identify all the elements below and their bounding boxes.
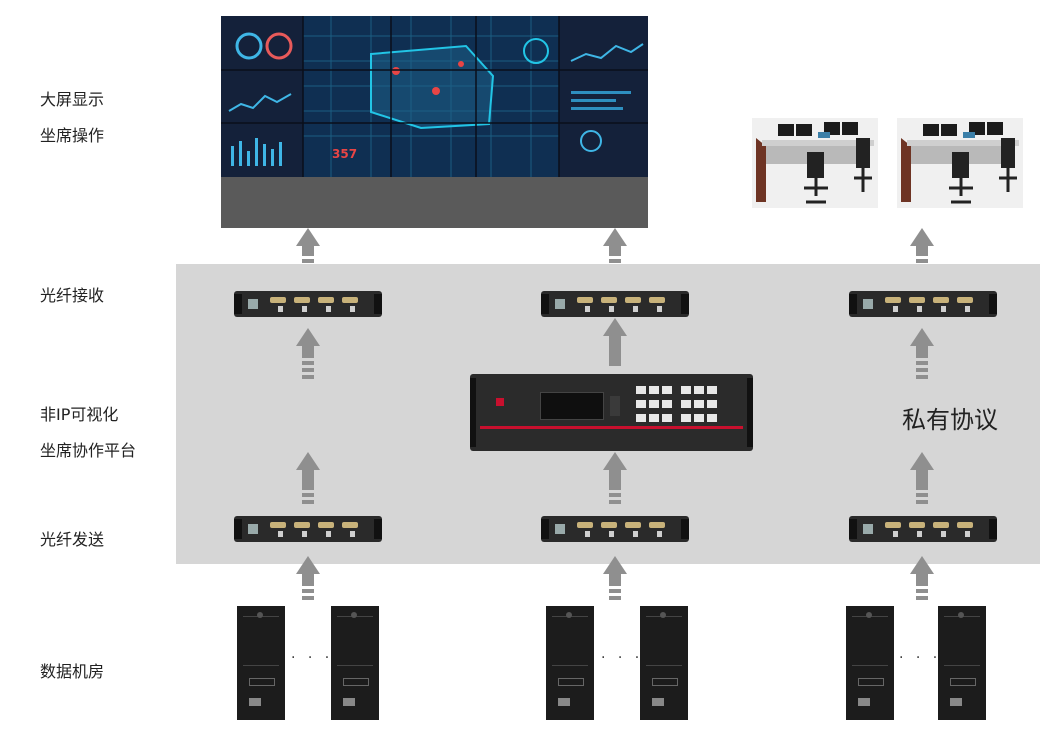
arrow-col3-bottom	[910, 556, 934, 600]
brand-logo-icon	[496, 398, 504, 406]
label-platform-line2: 坐席协作平台	[40, 441, 137, 460]
accent-stripe	[480, 426, 743, 429]
label-display: 大屏显示	[40, 90, 105, 109]
label-fiber-receive: 光纤接收	[40, 286, 105, 305]
server-tower-3a	[846, 606, 894, 720]
server-tower-2b	[640, 606, 688, 720]
label-fiber-send: 光纤发送	[40, 530, 105, 549]
fiber-transmitter-3	[849, 516, 997, 542]
matrix-switcher	[470, 374, 753, 451]
button-keypad	[636, 386, 717, 422]
operator-workstation-1	[752, 118, 878, 208]
fiber-receiver-2	[541, 291, 689, 317]
fiber-transmitter-1	[234, 516, 382, 542]
lcd-display	[540, 392, 604, 420]
fiber-transmitter-2	[541, 516, 689, 542]
arrow-col2-top	[603, 228, 627, 263]
arrow-col3-low	[910, 452, 934, 504]
label-platform-line1: 非IP可视化	[40, 405, 119, 424]
server-tower-1b	[331, 606, 379, 720]
server-tower-1a	[237, 606, 285, 720]
protocol-label: 私有协议	[902, 406, 998, 434]
arrow-col2-low	[603, 452, 627, 504]
arrow-col1-top	[296, 228, 320, 263]
arrow-col3-top	[910, 228, 934, 263]
label-seat: 坐席操作	[40, 126, 105, 145]
server-tower-3b	[938, 606, 986, 720]
arrow-col2-mid	[603, 318, 627, 366]
workstation-1-graphic	[756, 122, 874, 204]
label-datacenter: 数据机房	[40, 662, 105, 681]
operator-workstation-2	[897, 118, 1023, 208]
arrow-col1-bottom	[296, 556, 320, 600]
video-wall-screen: 357	[221, 16, 648, 177]
arrow-col1-low	[296, 452, 320, 504]
video-wall-graphics	[221, 16, 648, 177]
arrow-col2-bottom	[603, 556, 627, 600]
server-ellipsis-3: · · ·	[899, 650, 942, 666]
workstation-2-graphic	[901, 122, 1019, 204]
server-ellipsis-1: · · ·	[291, 650, 334, 666]
server-tower-2a	[546, 606, 594, 720]
arrow-col1-mid	[296, 328, 320, 379]
server-ellipsis-2: · · ·	[601, 650, 644, 666]
video-wall: 357	[221, 16, 648, 228]
arrow-col3-mid	[910, 328, 934, 379]
status-leds	[610, 396, 620, 416]
screen-metric-value: 357	[332, 147, 358, 161]
fiber-receiver-1	[234, 291, 382, 317]
fiber-receiver-3	[849, 291, 997, 317]
